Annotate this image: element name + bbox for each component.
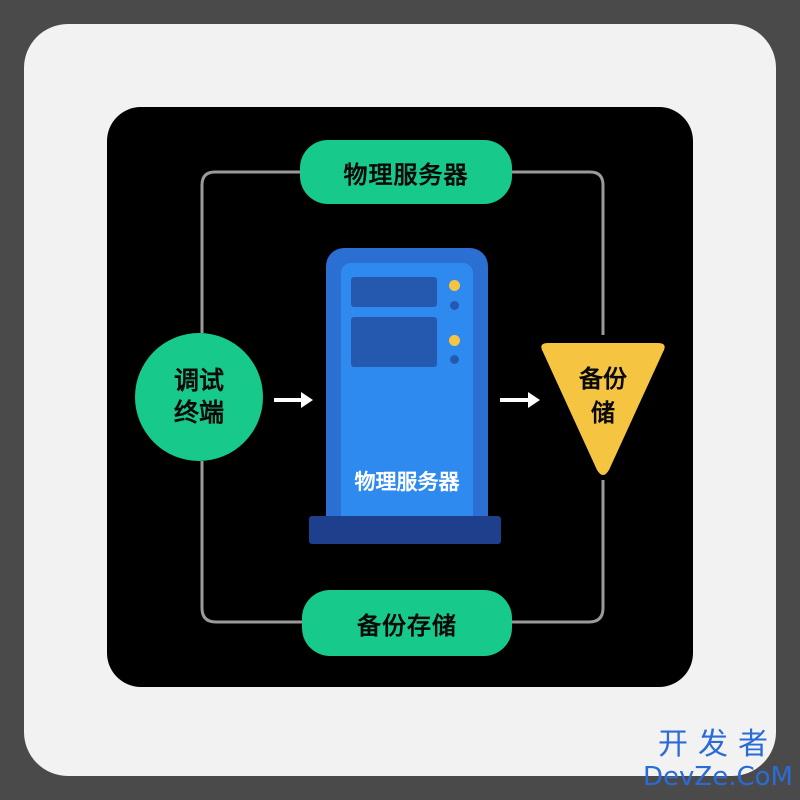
watermark-en: DevZe.CoM	[643, 762, 793, 792]
watermark-cn: 开发者	[658, 727, 778, 762]
terminal-label-line2: 终端	[173, 398, 224, 427]
connector-top-left	[200, 170, 300, 333]
arrow-right-icon	[274, 392, 313, 408]
watermark-logo: 开发者 DevZe.CoM	[640, 728, 796, 796]
debug-terminal-node: 调试 终端	[135, 333, 263, 461]
server-drive-bay	[351, 277, 437, 307]
status-led	[450, 355, 459, 364]
server-base	[309, 516, 501, 544]
triangle-icon	[541, 343, 665, 475]
physical-server-node-top: 物理服务器	[300, 140, 512, 204]
connector-top-right	[512, 170, 605, 335]
status-led	[449, 335, 460, 346]
backup-storage-node: 备份存储	[302, 590, 512, 656]
connector-bottom-right	[512, 480, 605, 624]
terminal-label-line1: 调试	[173, 366, 224, 395]
backup-label-line1: 备份	[579, 365, 627, 393]
status-led	[450, 301, 459, 310]
server-label: 物理服务器	[354, 470, 460, 494]
server-drive-bay	[351, 317, 437, 367]
arrow-right-icon	[500, 392, 540, 408]
backup-label-line2: 储	[591, 399, 615, 427]
connector-bottom-left	[200, 461, 302, 624]
backup-storage-triangle-label: 备份 储	[540, 362, 666, 430]
status-led	[449, 280, 460, 291]
